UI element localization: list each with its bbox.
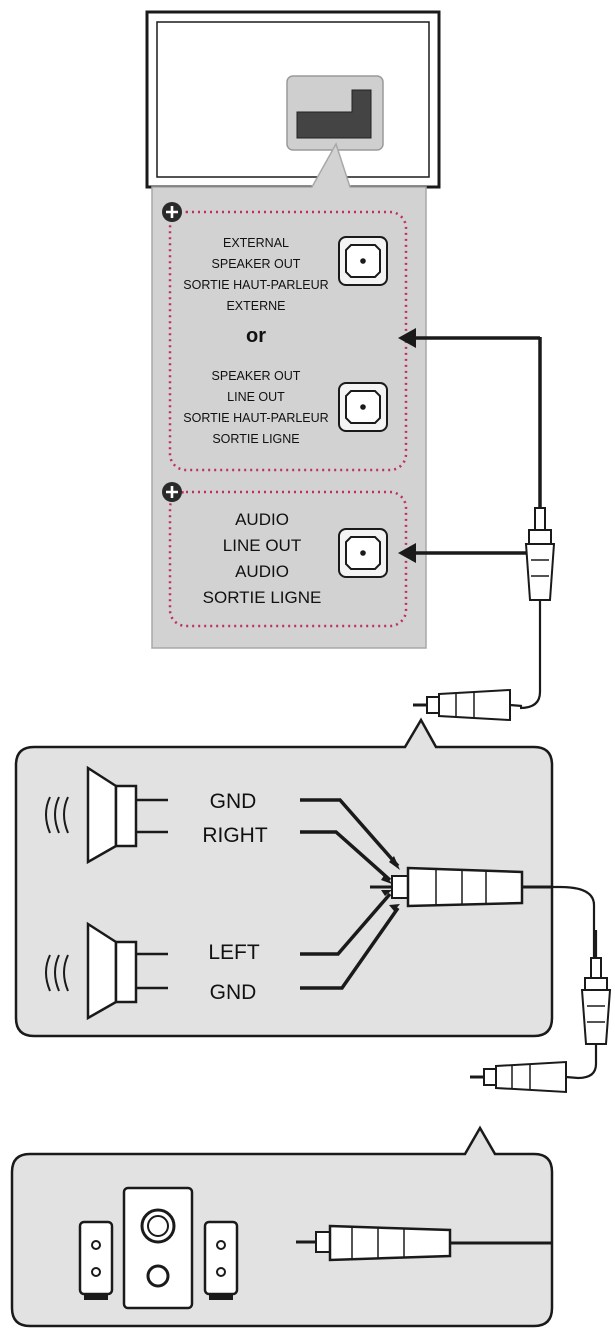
svg-text:SORTIE LIGNE: SORTIE LIGNE <box>203 588 322 607</box>
speaker-left-icon <box>45 921 168 1021</box>
vertical-jack-plug <box>519 507 556 710</box>
gnd-top-label: GND <box>210 790 257 813</box>
svg-text:SPEAKER OUT: SPEAKER OUT <box>212 257 301 271</box>
arrow-to-speaker-out <box>398 328 542 510</box>
svg-text:SPEAKER OUT: SPEAKER OUT <box>212 369 301 383</box>
external-speaker-out-label: EXTERNAL SPEAKER OUT SORTIE HAUT-PARLEUR… <box>183 236 328 313</box>
arrow-heads <box>381 856 400 911</box>
arrow-to-audio-out <box>398 543 540 563</box>
right-label: RIGHT <box>202 824 268 847</box>
speaker-line-out-label: SPEAKER OUT LINE OUT SORTIE HAUT-PARLEUR… <box>183 369 328 446</box>
svg-text:SORTIE HAUT-PARLEUR: SORTIE HAUT-PARLEUR <box>183 411 328 425</box>
audio-line-out-label: AUDIO LINE OUT AUDIO SORTIE LIGNE <box>203 510 322 607</box>
speaker-box-plug <box>370 866 552 908</box>
svg-text:LINE OUT: LINE OUT <box>223 536 301 555</box>
wiring-lines <box>300 798 400 990</box>
svg-text:SORTIE LIGNE: SORTIE LIGNE <box>212 432 299 446</box>
port-external-speaker-out <box>338 236 388 286</box>
svg-text:EXTERNAL: EXTERNAL <box>223 236 289 250</box>
plus-icon <box>162 202 182 222</box>
gnd-bottom-label: GND <box>210 981 257 1004</box>
lower-horizontal-plug <box>470 1060 579 1094</box>
horizontal-jack-plug <box>413 688 523 722</box>
long-cable <box>577 930 612 1080</box>
speaker-system-plug <box>296 1224 552 1262</box>
speaker-right-icon <box>45 765 168 865</box>
port-speaker-line-out <box>338 382 388 432</box>
device-body <box>145 10 441 189</box>
svg-text:AUDIO: AUDIO <box>235 562 289 581</box>
svg-text:AUDIO: AUDIO <box>235 510 289 529</box>
left-label: LEFT <box>208 941 260 964</box>
svg-text:SORTIE HAUT-PARLEUR: SORTIE HAUT-PARLEUR <box>183 278 328 292</box>
or-label: or <box>246 325 266 347</box>
speaker-system-icon <box>78 1186 239 1310</box>
plus-icon <box>162 482 182 502</box>
svg-text:EXTERNE: EXTERNE <box>226 299 285 313</box>
connecting-cable <box>552 885 596 958</box>
svg-text:LINE OUT: LINE OUT <box>227 390 285 404</box>
port-audio-line-out <box>338 528 388 578</box>
